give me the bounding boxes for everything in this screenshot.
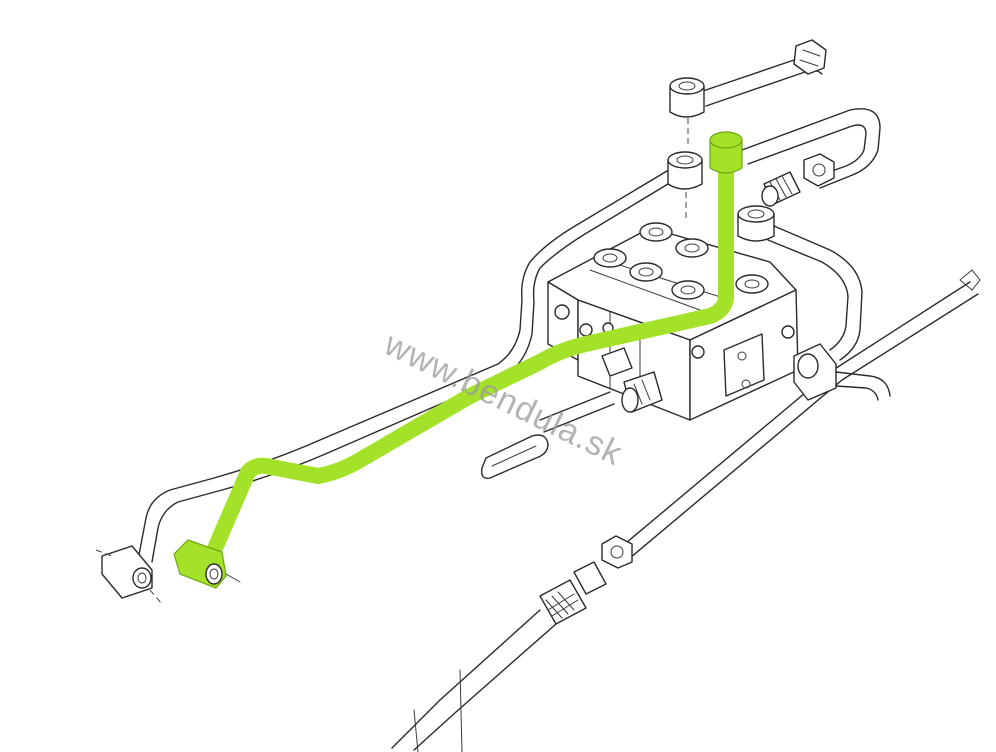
middle-fitting-sleeve: [667, 151, 703, 190]
top-return-pipe: [699, 39, 827, 107]
threaded-fitting: [761, 171, 801, 207]
right-fitting-sleeve: [737, 205, 775, 242]
hose-assembly: [391, 561, 607, 752]
highlight-end-stub: [225, 573, 241, 583]
highlight-end-bore: [209, 568, 219, 580]
diagonal-pipe: [601, 269, 981, 569]
highlight-end-block-fitting: [205, 563, 223, 585]
lever-handle: [480, 391, 615, 479]
right-side-pipe: [767, 225, 863, 361]
left-connector-block: [95, 545, 163, 605]
highlight-pipe-path[interactable]: [208, 142, 734, 554]
highlight-top-sleeve-bore: [709, 131, 743, 149]
right-u-pipe: [741, 108, 881, 189]
highlighted-hydraulic-pipe[interactable]: [173, 131, 743, 589]
top-fitting-sleeve: [669, 77, 705, 118]
